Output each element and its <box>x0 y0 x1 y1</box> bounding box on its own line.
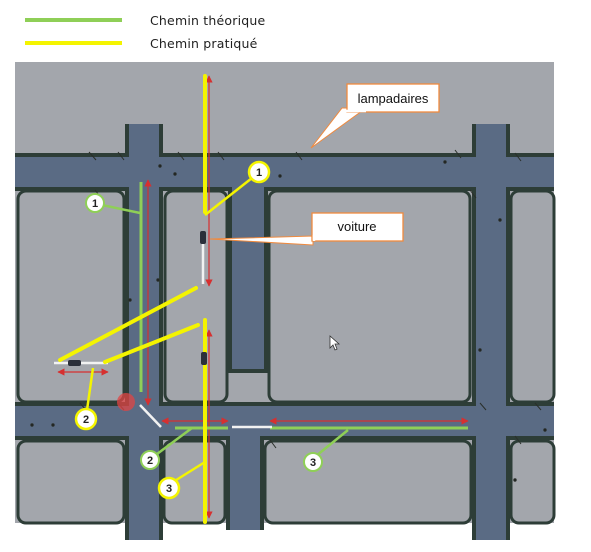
callout-car-text: voiture <box>337 219 376 234</box>
marker-2-practical-label: 2 <box>83 414 89 426</box>
marker-3-practical: 3 <box>157 476 181 500</box>
marker-1-practical-label: 1 <box>256 167 262 179</box>
callout-streetlights-text: lampadaires <box>358 91 429 106</box>
marker-2-theoretical-label: 2 <box>147 455 153 467</box>
legend-item-practical: Chemin pratiqué <box>25 33 258 53</box>
mouse-cursor-icon <box>329 335 341 351</box>
callout-car: voiture <box>209 212 404 246</box>
marker-1-theoretical: 1 <box>85 193 105 213</box>
road-network <box>15 124 556 540</box>
legend-swatch-yellow <box>25 41 122 45</box>
marker-1-practical: 1 <box>247 160 271 184</box>
car-left <box>68 360 81 366</box>
marker-leaders <box>85 177 349 484</box>
legend-label-practical: Chemin pratiqué <box>150 35 258 51</box>
marker-2-theoretical: 2 <box>140 450 160 470</box>
legend: Chemin théorique Chemin pratiqué <box>0 0 591 60</box>
legend-label-theoretical: Chemin théorique <box>150 12 266 28</box>
legend-item-theoretical: Chemin théorique <box>25 10 265 30</box>
car-top <box>200 231 206 244</box>
collision-glow <box>117 393 135 411</box>
marker-3-theoretical-label: 3 <box>310 457 316 469</box>
legend-swatch-green <box>25 18 122 22</box>
theoretical-paths <box>139 182 468 430</box>
cars <box>68 231 207 366</box>
marker-1-theoretical-label: 1 <box>92 198 98 210</box>
marker-3-theoretical: 3 <box>303 452 323 472</box>
marker-3-practical-label: 3 <box>166 483 172 495</box>
car-middle <box>201 352 207 365</box>
marker-2-practical: 2 <box>74 407 98 431</box>
callout-streetlights: lampadaires <box>310 83 440 149</box>
measurement-arrows <box>57 75 469 519</box>
